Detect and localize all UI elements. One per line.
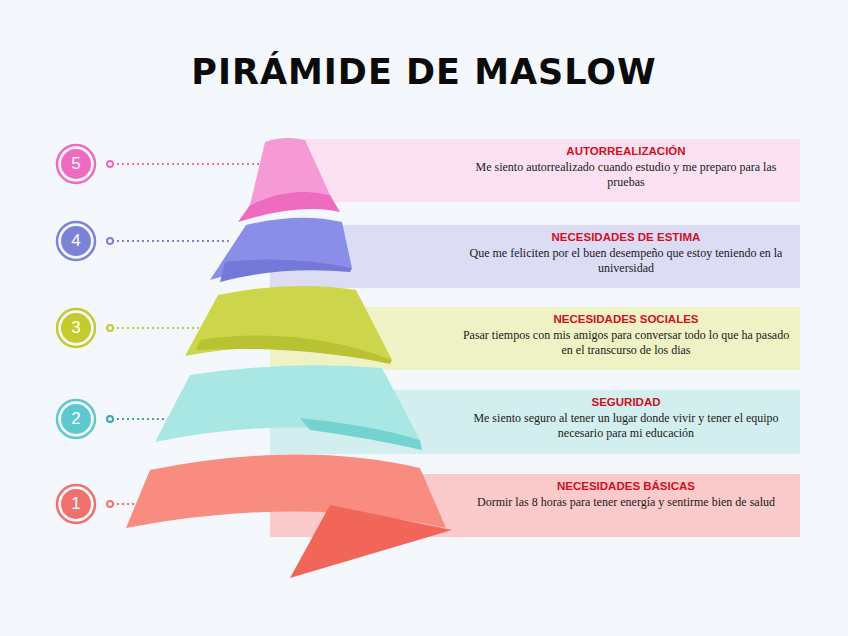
callout-number: 4 — [61, 226, 91, 256]
band-heading: NECESIDADES SOCIALES — [462, 313, 790, 325]
band-text: Me siento seguro al tener un lugar donde… — [462, 411, 790, 441]
band-heading: AUTORREALIZACIÓN — [462, 145, 790, 157]
need-band: SEGURIDAD Me siento seguro al tener un lu… — [452, 390, 800, 454]
need-band: AUTORREALIZACIÓN Me siento autorrealizado… — [452, 139, 800, 202]
band-heading: NECESIDADES DE ESTIMA — [462, 231, 790, 243]
band-text: Dormir las 8 horas para tener energía y … — [462, 495, 790, 510]
need-band: NECESIDADES BÁSICAS Dormir las 8 horas pa… — [452, 474, 800, 537]
band-text: Pasar tiempos con mis amigos para conver… — [462, 328, 790, 358]
need-band: NECESIDADES DE ESTIMA Que me feliciten po… — [452, 225, 800, 288]
band-heading: NECESIDADES BÁSICAS — [462, 480, 790, 492]
title: PIRÁMIDE DE MASLOW — [0, 52, 848, 92]
pyramid-ribbons — [126, 138, 452, 578]
band-text: Me siento autorrealizado cuando estudio … — [462, 160, 790, 190]
band-heading: SEGURIDAD — [462, 396, 790, 408]
number-rings — [57, 145, 95, 523]
need-band: NECESIDADES SOCIALES Pasar tiempos con mi… — [452, 307, 800, 370]
callout-number: 1 — [61, 489, 91, 519]
callout-number: 3 — [61, 313, 91, 343]
band-text: Que me feliciten por el buen desempeño q… — [462, 246, 790, 276]
callout-number: 2 — [61, 404, 91, 434]
ring-dots — [107, 161, 113, 507]
callout-number: 5 — [61, 149, 91, 179]
